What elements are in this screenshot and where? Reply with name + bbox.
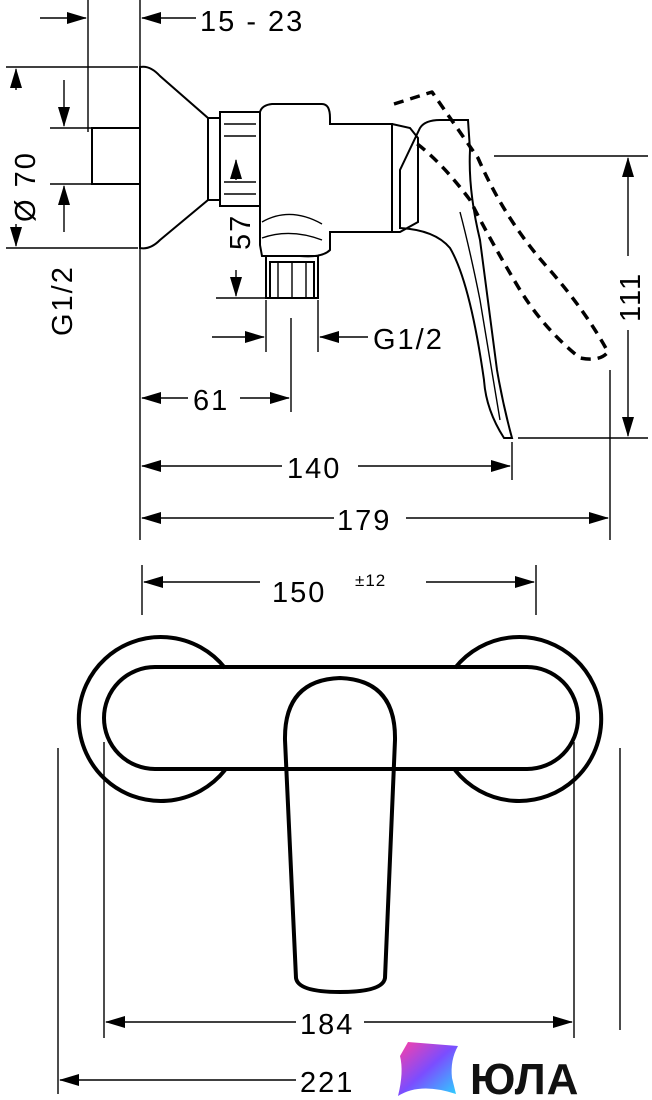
escutcheon (139, 65, 209, 250)
dim-111-label: 111 (615, 272, 647, 322)
lever-handle (399, 119, 514, 439)
dim-diameter-label: Ø 70 (10, 151, 42, 222)
lever-handle-alt (393, 90, 610, 361)
watermark-text: ЮЛА (470, 1055, 579, 1100)
dim-thread-left: G1/2 (47, 80, 92, 336)
dim-thread-bottom-label: G1/2 (373, 324, 444, 356)
dim-61: 61 (141, 318, 292, 417)
dim-184-label: 184 (300, 1009, 354, 1041)
dim-150-label: 150 (272, 577, 326, 609)
hex-nut (207, 117, 221, 201)
dim-150: 150 ±12 (141, 565, 537, 615)
dim-depth-label: 15 - 23 (200, 6, 304, 38)
dim-140: 140 (141, 442, 513, 485)
dim-150-tolerance: ±12 (355, 571, 386, 590)
dim-179: 179 (141, 370, 611, 540)
dim-57: 57 (216, 159, 266, 299)
dim-221: 221 (57, 748, 621, 1099)
dim-61-label: 61 (193, 385, 229, 417)
logo-gradient-shape (398, 1042, 458, 1096)
thread-stub (91, 127, 141, 185)
side-view: 15 - 23 Ø 70 G1/2 57 (6, 0, 648, 540)
connector (219, 111, 261, 207)
dim-221-label: 221 (300, 1067, 354, 1099)
escutcheon-right (453, 635, 604, 803)
front-view: 150 ±12 184 221 (57, 565, 621, 1099)
mixer-body-front (102, 665, 580, 771)
dim-57-label: 57 (225, 214, 257, 250)
watermark-logo: ЮЛА (398, 1042, 579, 1100)
dim-111: 111 (494, 155, 648, 439)
escutcheon-left (76, 635, 227, 803)
dim-depth: 15 - 23 (40, 6, 304, 38)
dim-diameter: Ø 70 (6, 66, 138, 249)
lever-front (282, 676, 398, 994)
dim-184: 184 (103, 742, 575, 1041)
dim-179-label: 179 (337, 505, 391, 537)
dim-thread-left-label: G1/2 (47, 265, 79, 336)
dim-140-label: 140 (287, 453, 341, 485)
dim-thread-bottom: G1/2 (212, 300, 444, 356)
